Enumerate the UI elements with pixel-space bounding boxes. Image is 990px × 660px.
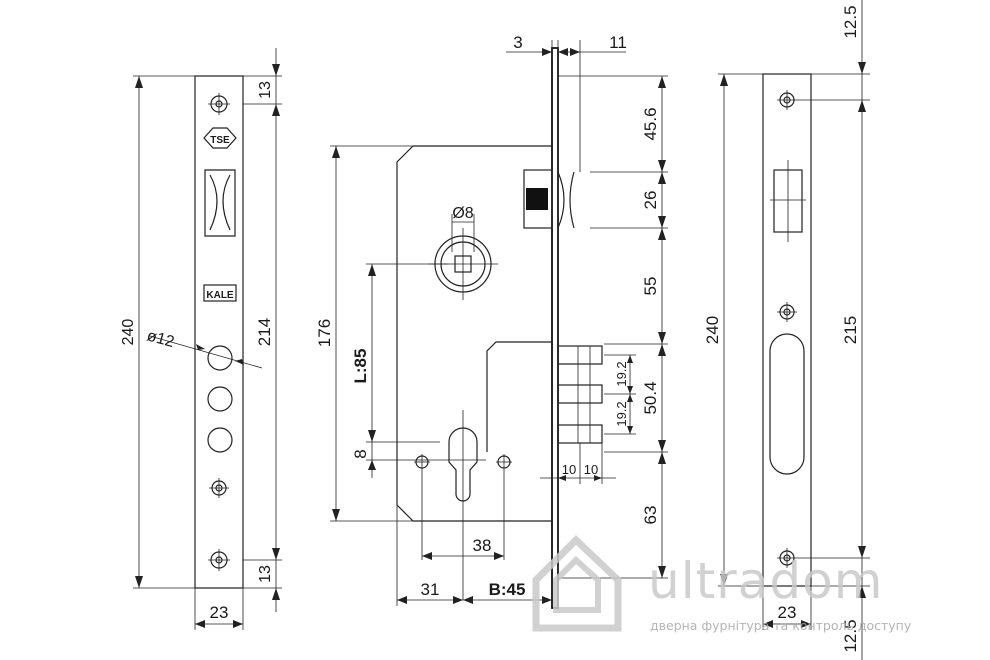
dim-19-2-b: 19.2 [614, 401, 629, 426]
faceplate-thickness: 3 [513, 33, 522, 52]
dim-38: 38 [473, 536, 492, 555]
strike-plate-outline [762, 73, 812, 587]
left-screw-mid [209, 478, 229, 498]
ultradom-logo-icon [532, 535, 622, 632]
left-top-offset: 13 [257, 81, 274, 99]
left-screw-bottom [208, 549, 230, 571]
kale-logo: KALE [203, 284, 237, 302]
cylinder-offset: 8 [351, 449, 370, 458]
tse-logo: TSE [203, 127, 237, 149]
dim-19-2-a: 19.2 [614, 361, 629, 386]
right-bottom-offset: 12.5 [841, 619, 860, 652]
left-faceplate-outline [194, 75, 244, 589]
left-bolt-hole-1 [207, 345, 233, 371]
right-height-inner: 215 [841, 316, 860, 344]
follower-diameter: Ø8 [452, 205, 473, 222]
cylinder-profile [440, 410, 486, 600]
latch-bolt [523, 169, 575, 229]
hole-diameter-label: ø12 [145, 327, 176, 351]
dim-45-6: 45.6 [641, 107, 660, 140]
kale-logo-text: KALE [206, 290, 234, 301]
dim-26: 26 [641, 191, 660, 210]
dim-55: 55 [641, 277, 660, 296]
left-bottom-offset: 13 [257, 565, 274, 583]
deadbolt-slot [769, 333, 805, 475]
centre-distance: L:85 [351, 349, 370, 384]
watermark-brand: ultradom [648, 552, 883, 610]
left-bolt-hole-3 [207, 427, 233, 453]
case-screw-left [414, 454, 430, 560]
dim-10-a: 10 [562, 462, 576, 477]
body-height: 176 [315, 319, 334, 347]
left-width: 23 [210, 603, 229, 622]
right-screw-mid [777, 302, 797, 322]
tse-logo-text: TSE [210, 135, 230, 146]
ultradom-watermark: ultradom дверна фурнітура та контроль до… [532, 535, 912, 633]
dim-50-4: 50.4 [641, 381, 660, 414]
middle-case-view: Ø8 3 [315, 33, 668, 609]
right-strike-view: 240 215 12.5 12.5 23 [703, 0, 870, 660]
right-width: 23 [778, 603, 797, 622]
right-height-total: 240 [703, 316, 722, 344]
left-bolt-hole-2 [207, 386, 233, 412]
dim-10-b: 10 [584, 462, 598, 477]
left-height-inner: 214 [255, 318, 274, 346]
middle-faceplate [551, 47, 559, 609]
watermark-tagline: дверна фурнітура та контроль доступу [650, 618, 912, 633]
deadbolt-body [486, 341, 552, 452]
backset: B:45 [489, 580, 526, 599]
left-height-total: 240 [120, 319, 137, 346]
right-screw-top [777, 90, 797, 110]
case-screw-right [496, 454, 512, 560]
right-screw-bottom [777, 548, 797, 568]
deadbolt-throws [557, 345, 603, 444]
dim-31: 31 [421, 580, 440, 599]
bolt-projection: 11 [609, 33, 627, 52]
left-screw-top [208, 93, 230, 115]
dim-63: 63 [641, 506, 660, 525]
right-top-offset: 12.5 [841, 5, 860, 38]
left-faceplate-view: TSE KALE ø12 240 [120, 48, 282, 630]
left-latch-window [204, 169, 236, 237]
follower: Ø8 [428, 205, 498, 300]
